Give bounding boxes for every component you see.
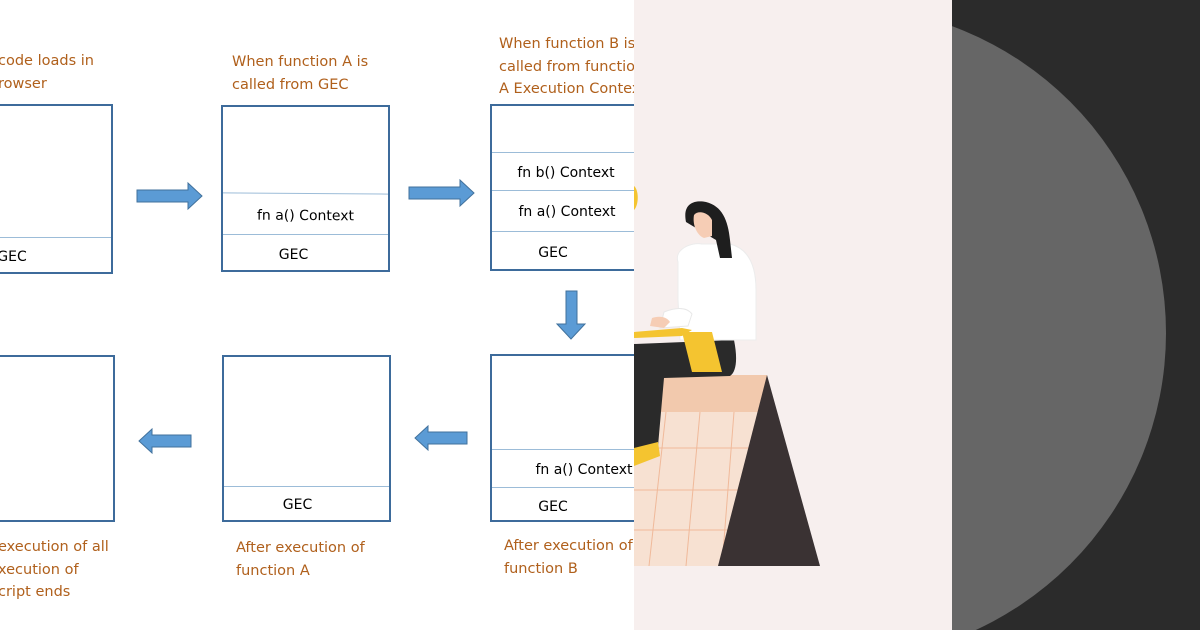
fn-a-context-label: fn a() Context bbox=[518, 204, 616, 220]
fn-a-context-label: fn a() Context bbox=[535, 462, 633, 478]
execution-context-diagram: code loads in rowser When function A is … bbox=[0, 36, 634, 600]
gec-label: GEC bbox=[282, 497, 313, 513]
stack-row-gec: GEC bbox=[492, 487, 634, 523]
illustration-art bbox=[634, 186, 820, 567]
arrow-left-2 bbox=[138, 427, 192, 455]
gec-label: GEC bbox=[538, 245, 568, 261]
gec-label: GEC bbox=[278, 247, 309, 263]
stack-row-gec: GEC bbox=[0, 237, 111, 275]
call-stack-4-empty bbox=[0, 355, 115, 522]
arrow-right-1 bbox=[136, 181, 203, 211]
caption-function-b-called: When function B is called from functio A… bbox=[499, 36, 634, 97]
arrow-down bbox=[555, 290, 587, 340]
stack-row-fn-a: fn a() Context bbox=[492, 190, 634, 232]
flow-arrows bbox=[136, 178, 587, 455]
arrow-left-1 bbox=[414, 424, 468, 452]
decorative-circle bbox=[952, 6, 1166, 630]
caption-after-function-a: After execution of function A bbox=[236, 540, 365, 579]
woman-laptop-illustration bbox=[634, 0, 952, 630]
stack-row-fn-b: fn b() Context bbox=[492, 152, 634, 191]
call-stack-1: GEC bbox=[0, 104, 113, 274]
call-stack-5: GEC bbox=[222, 355, 391, 522]
stack-row-gec: GEC bbox=[223, 234, 388, 273]
gec-label: GEC bbox=[0, 249, 27, 265]
caption-code-loads: code loads in rowser bbox=[0, 53, 94, 92]
dark-decor-panel bbox=[952, 0, 1200, 630]
stack-row-gec: GEC bbox=[224, 486, 389, 523]
call-stack-6: fn a() Context GEC bbox=[490, 354, 634, 522]
stack-row-fn-a: fn a() Context bbox=[492, 449, 634, 488]
caption-function-a-called: When function A is called from GEC bbox=[232, 54, 369, 93]
stack-row-gec: GEC bbox=[492, 231, 634, 272]
gec-label: GEC bbox=[538, 499, 568, 515]
fn-b-context-label: fn b() Context bbox=[517, 165, 615, 181]
arrow-right-2 bbox=[408, 178, 475, 208]
call-stack-3: fn b() Context fn a() Context GEC bbox=[490, 104, 634, 271]
caption-execution-ends: execution of all xecution of cript ends bbox=[0, 539, 109, 600]
call-stack-2: fn a() Context GEC bbox=[221, 105, 390, 272]
caption-after-function-b: After execution of function B bbox=[504, 538, 633, 577]
